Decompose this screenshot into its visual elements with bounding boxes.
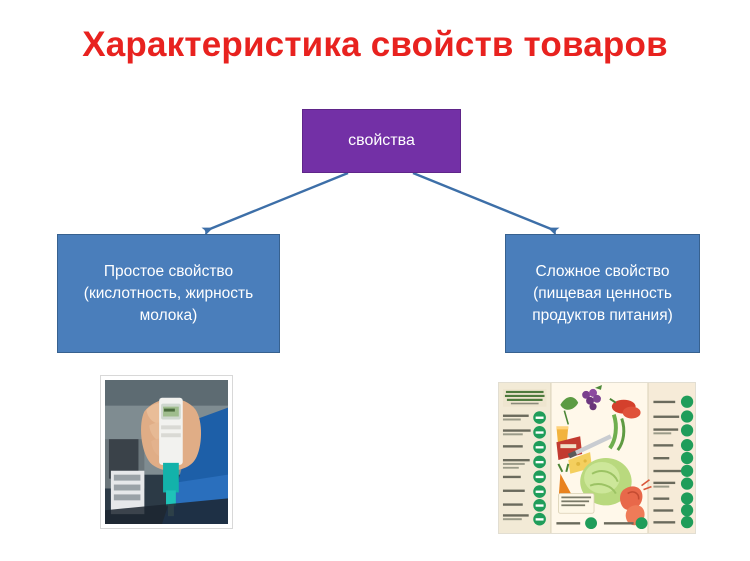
diagram-node-slozhnoe-svoystvo[interactable]: Сложное свойство (пищевая ценность проду… xyxy=(505,234,700,353)
calcium-products-infographic xyxy=(498,382,696,534)
ph-meter-photo xyxy=(100,375,233,529)
diagram-node-prostoe-svoystvo-label: Простое свойство (кислотность, жирность … xyxy=(83,262,254,324)
diagram-node-prostoe-svoystvo[interactable]: Простое свойство (кислотность, жирность … xyxy=(57,234,280,353)
ph-meter-illustration xyxy=(105,380,228,524)
calcium-infographic-inner xyxy=(499,383,695,533)
calcium-infographic-illustration xyxy=(499,383,695,533)
diagram-node-slozhnoe-svoystvo-label: Сложное свойство (пищевая ценность проду… xyxy=(532,262,673,324)
connector-root-to-complex xyxy=(412,171,560,236)
diagram-node-svoystva[interactable]: свойства xyxy=(302,109,461,173)
page-title: Характеристика свойств товаров xyxy=(82,25,668,64)
diagram-node-svoystva-label: свойства xyxy=(348,132,415,149)
ph-meter-photo-inner xyxy=(105,380,228,524)
connector-root-to-simple xyxy=(201,171,349,236)
